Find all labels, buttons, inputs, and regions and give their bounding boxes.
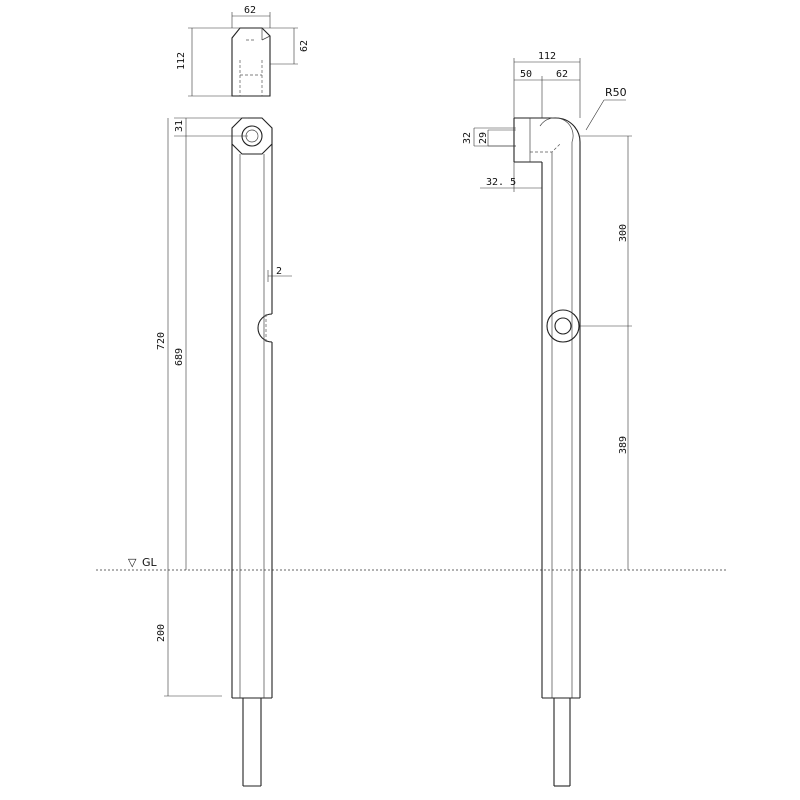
top-cap-dimensions: 62 112 62 bbox=[176, 5, 310, 97]
right-post-dimensions: 112 50 62 R50 32 29 32. 5 300 389 bbox=[462, 51, 632, 570]
ground-label: GL bbox=[142, 556, 158, 569]
dim-left-total: 720 bbox=[156, 332, 167, 350]
dim-pipe-setback: 32. 5 bbox=[486, 177, 516, 188]
dim-top-cap-width: 62 bbox=[244, 5, 256, 16]
dim-upper-segment: 300 bbox=[618, 224, 629, 242]
dim-top-cap-side: 62 bbox=[299, 40, 310, 52]
ground-symbol: ▽ bbox=[128, 556, 137, 569]
top-cap-view bbox=[231, 27, 271, 97]
dim-lower-segment: 389 bbox=[618, 436, 629, 454]
right-post bbox=[513, 117, 581, 787]
dim-pipe-inner: 29 bbox=[478, 132, 489, 144]
dim-pipe-outer: 32 bbox=[462, 132, 473, 144]
dim-top-cap-height: 112 bbox=[176, 52, 187, 70]
dim-left-below-cap: 689 bbox=[174, 348, 185, 366]
dim-right-overall: 112 bbox=[538, 51, 556, 62]
left-post bbox=[231, 117, 273, 787]
dim-right-offset-a: 50 bbox=[520, 69, 532, 80]
dim-right-offset-b: 62 bbox=[556, 69, 568, 80]
dim-left-top-offset: 31 bbox=[174, 120, 185, 132]
ground-line: ▽ GL bbox=[96, 556, 726, 571]
dim-below-ground: 200 bbox=[156, 624, 167, 642]
dim-bend-radius: R50 bbox=[605, 86, 627, 99]
dim-left-groove: 2 bbox=[276, 266, 282, 277]
left-post-dimensions: 31 720 689 2 200 bbox=[156, 117, 292, 697]
